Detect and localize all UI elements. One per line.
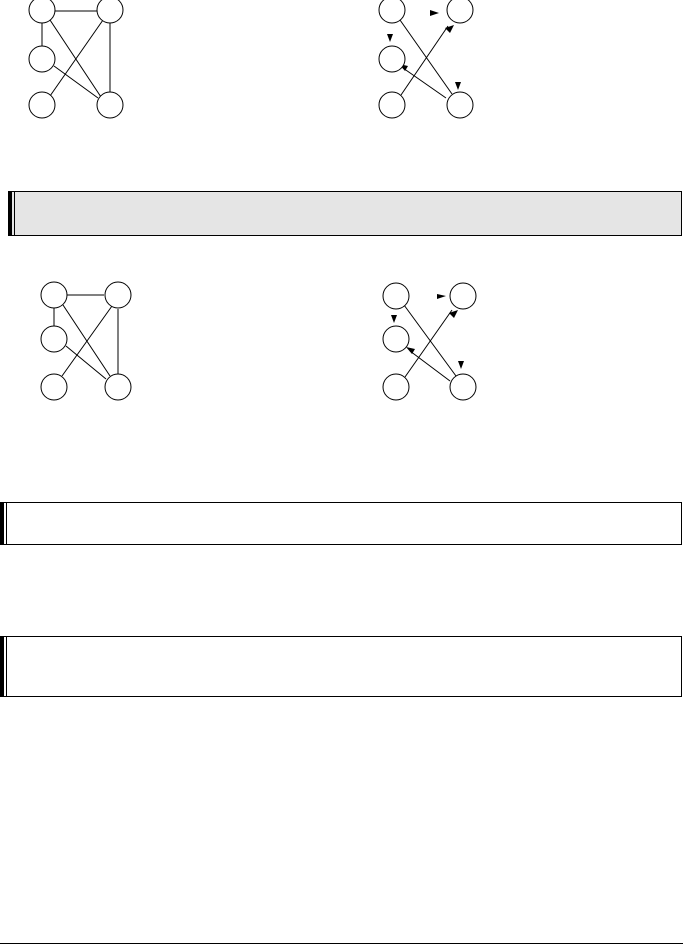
graph-node	[382, 325, 410, 353]
graph-node	[40, 281, 68, 309]
graph-node	[378, 45, 406, 73]
box-left-rule	[14, 191, 15, 236]
edge	[400, 25, 449, 96]
edge	[409, 350, 451, 382]
arrowhead	[391, 315, 397, 323]
edge	[49, 19, 104, 97]
graph-node	[28, 45, 56, 73]
graph-node	[378, 0, 406, 24]
box-left-bar	[9, 191, 12, 236]
box-left-bar	[1, 502, 4, 545]
arrowhead	[458, 361, 464, 369]
edge	[49, 19, 102, 98]
undirected-graph-top	[28, 0, 124, 119]
arrowhead	[387, 34, 393, 42]
edge	[61, 305, 113, 377]
edge	[402, 67, 447, 99]
box-left-bar	[1, 636, 4, 697]
arrowhead	[430, 10, 439, 16]
box-left-rule	[6, 636, 7, 697]
graph-node	[449, 373, 477, 401]
arrowhead	[449, 310, 458, 318]
edge	[62, 304, 111, 377]
graph-node	[446, 0, 474, 24]
empty-box-1	[0, 502, 682, 545]
arrowhead	[406, 347, 415, 354]
edge	[65, 345, 107, 380]
footer-rule	[0, 943, 683, 944]
graph-node	[382, 373, 410, 401]
graph-node	[104, 281, 132, 309]
graph-node	[28, 0, 56, 24]
graph-node	[96, 91, 124, 119]
directed-graph-bottom	[382, 282, 477, 401]
graph-node	[446, 91, 474, 119]
shaded-box	[8, 191, 682, 236]
graph-node	[96, 0, 124, 24]
arrowhead	[455, 82, 461, 90]
box-left-rule	[6, 502, 7, 545]
graph-node	[40, 373, 68, 401]
graph-node	[382, 282, 410, 310]
directed-graph-top	[378, 0, 474, 119]
arrowhead	[445, 25, 454, 33]
edge	[53, 65, 99, 99]
undirected-graph-bottom	[40, 281, 132, 401]
arrowhead	[437, 294, 446, 299]
graph-node	[104, 373, 132, 401]
graph-node	[28, 91, 56, 119]
edge	[399, 19, 453, 95]
empty-box-2	[0, 636, 682, 697]
graph-node	[40, 325, 68, 353]
edge	[404, 309, 453, 378]
graph-node	[449, 282, 477, 310]
graph-node	[378, 91, 406, 119]
